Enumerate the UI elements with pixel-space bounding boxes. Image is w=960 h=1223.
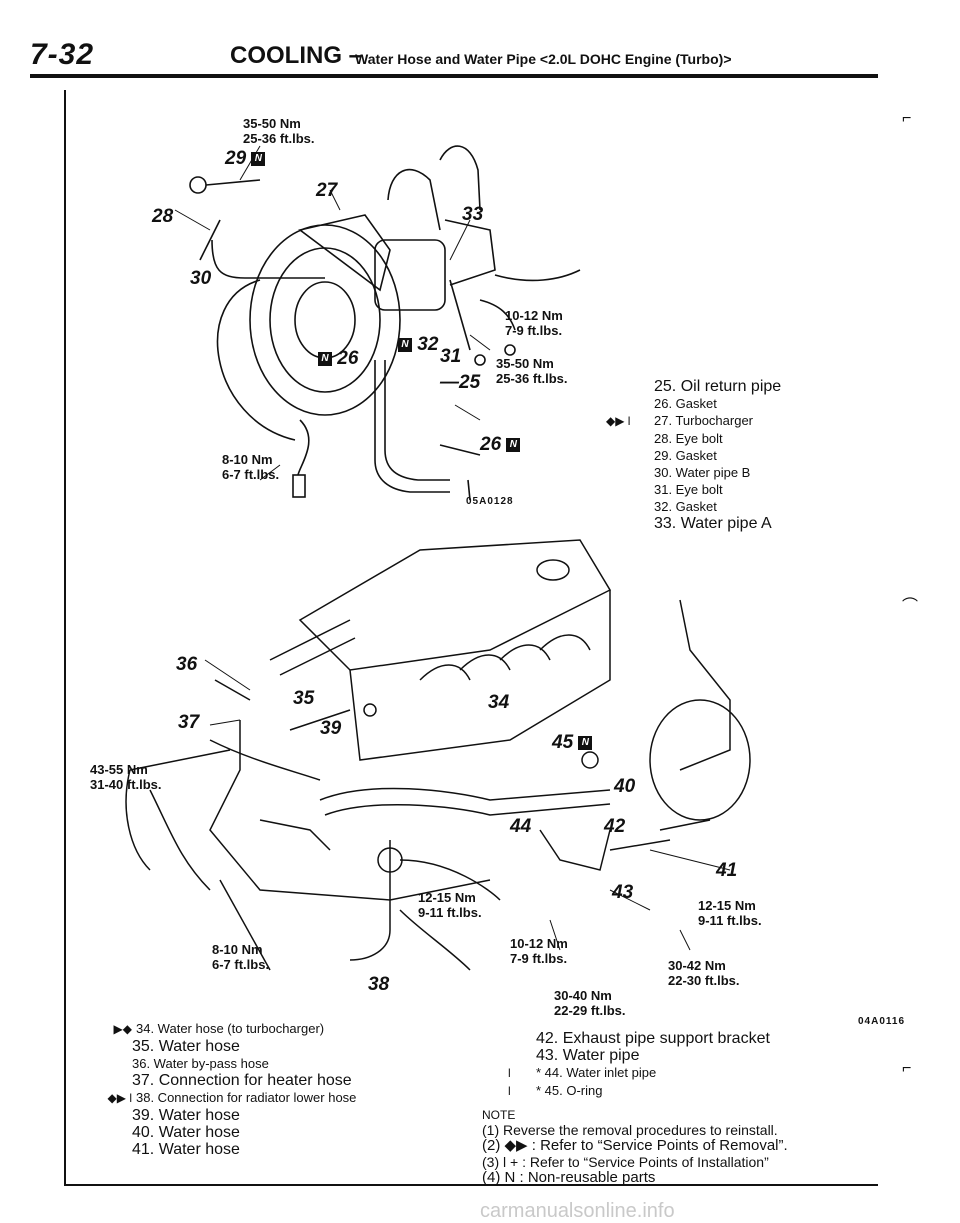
non-reusable-icon: N (506, 437, 521, 452)
note-line: (4) N : Non-reusable parts (482, 1169, 656, 1186)
legend-left: ▶◆34. Water hose (to turbocharger) 35. W… (80, 1020, 357, 1158)
non-reusable-icon: N (578, 735, 593, 750)
legend-item: l* 44. Water inlet pipe (508, 1065, 657, 1080)
header-rule (30, 74, 878, 78)
legend-item: 30. Water pipe B (654, 465, 751, 480)
legend-item: 31. Eye bolt (654, 482, 723, 497)
note-line: (2) ◆▶ : Refer to “Service Points of Rem… (482, 1137, 788, 1154)
legend-right: 42. Exhaust pipe support bracket 43. Wat… (508, 1030, 770, 1100)
callout-32: N 32 (398, 334, 438, 356)
legend-item: 32. Gasket (654, 499, 717, 514)
legend-item: 40. Water hose (132, 1124, 240, 1141)
legend-item: l* 45. O-ring (508, 1083, 603, 1098)
figure-id: 05A0128 (466, 496, 514, 507)
legend-item: 33. Water pipe A (654, 515, 772, 532)
section-title: COOLING – (230, 42, 363, 69)
legend-item: 36. Water by-pass hose (132, 1056, 269, 1071)
legend-item: 26. Gasket (654, 396, 717, 411)
non-reusable-icon: N (251, 151, 266, 166)
callout-30: 30 (190, 268, 212, 289)
note-title: NOTE (482, 1108, 516, 1122)
legend-item: 25. Oil return pipe (654, 378, 782, 395)
legend-item: 43. Water pipe (536, 1047, 640, 1064)
note-line: (3) l + : Refer to “Service Points of In… (482, 1154, 769, 1170)
service-point-marker: ▶◆ (113, 1022, 132, 1036)
legend-item: ▶◆34. Water hose (to turbocharger) (80, 1020, 356, 1038)
service-point-marker: l (508, 1066, 511, 1080)
callout-31: 31 (440, 346, 462, 367)
margin-mark-icon: ⌐ (902, 1060, 912, 1077)
service-point-marker: ◆▶ l (107, 1091, 132, 1105)
callout-34: 34 (488, 692, 510, 713)
watermark: carmanualsonline.info (480, 1200, 675, 1222)
note-line: (1) Reverse the removal procedures to re… (482, 1122, 778, 1138)
legend-item: 39. Water hose (132, 1107, 240, 1124)
margin-rule (64, 90, 66, 1186)
callout-38: 38 (368, 974, 390, 995)
legend-item: 37. Connection for heater hose (132, 1072, 352, 1089)
legend-item: 35. Water hose (132, 1038, 240, 1055)
service-point-marker: l (508, 1084, 511, 1098)
turbocharger-drawing (174, 145, 581, 501)
footer-rule (64, 1184, 878, 1186)
callout-43: 43 (612, 882, 634, 903)
callout-44: 44 (510, 816, 532, 837)
service-point-marker: ◆▶ l (606, 414, 631, 428)
engine-drawing (125, 539, 751, 971)
callout-40: 40 (614, 776, 636, 797)
page-subtitle: Water Hose and Water Pipe <2.0L DOHC Eng… (355, 51, 732, 67)
callout-27: 27 (316, 180, 338, 201)
callout-26: N 26 (318, 348, 358, 370)
legend-item: 29. Gasket (654, 448, 717, 463)
legend-item: 42. Exhaust pipe support bracket (536, 1030, 770, 1047)
callout-42: 42 (604, 816, 626, 837)
callout-37: 37 (178, 712, 200, 733)
non-reusable-icon: N (318, 351, 332, 366)
callout-39: 39 (320, 718, 342, 739)
legend-item: 28. Eye bolt (654, 431, 723, 446)
margin-mark-icon: ⌒ (902, 598, 919, 615)
non-reusable-icon: N (398, 337, 412, 352)
callout-28: 28 (152, 206, 174, 227)
figure-id: 04A0116 (858, 1016, 906, 1027)
callout-33: 33 (462, 204, 484, 225)
callout-45: 45 N (552, 732, 593, 754)
callout-35: 35 (293, 688, 315, 709)
callout-25: —25 (440, 372, 481, 393)
margin-mark-icon: ⌐ (902, 110, 912, 127)
note-block: NOTE (1) Reverse the removal procedures … (482, 1108, 788, 1186)
page-number: 7-32 (30, 38, 95, 71)
callout-36: 36 (176, 654, 198, 675)
callout-29: 29 N (225, 148, 266, 170)
legend-item: 41. Water hose (132, 1141, 240, 1158)
callout-26: 26 N (480, 434, 521, 456)
callout-41: 41 (716, 860, 738, 881)
